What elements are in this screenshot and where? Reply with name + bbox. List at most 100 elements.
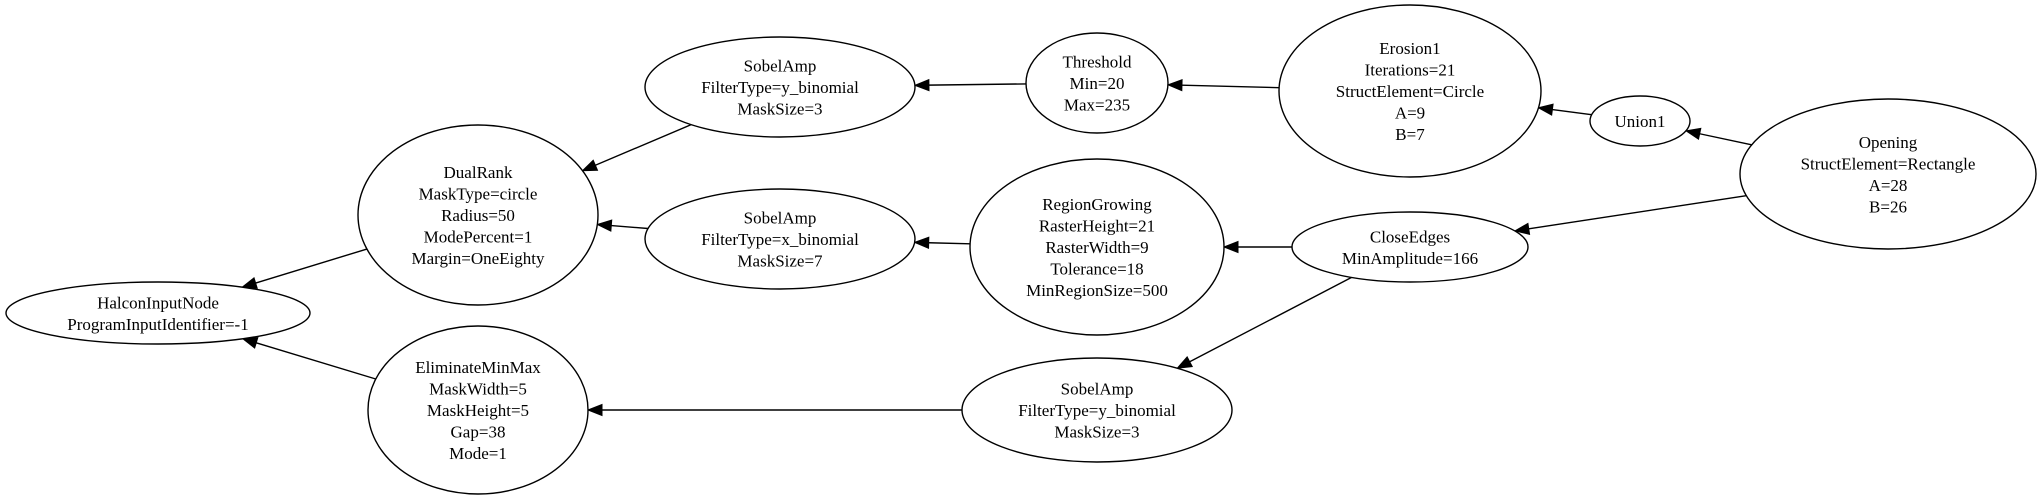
edge-region-growing-to-sobel-amp-mid — [913, 236, 971, 249]
edge-erosion-to-threshold — [1166, 78, 1280, 92]
node-ellipse — [1589, 95, 1691, 147]
node-union: Union1 — [1589, 95, 1691, 147]
node-ellipse — [1025, 32, 1169, 134]
node-ellipse — [357, 124, 599, 306]
node-title: EliminateMinMax — [415, 358, 541, 377]
node-parameter: MaskSize=3 — [1054, 423, 1139, 442]
edge-line — [611, 224, 649, 230]
node-title: Erosion1 — [1379, 39, 1440, 58]
node-parameter: StructElement=Rectangle — [1801, 154, 1976, 173]
node-parameter: Radius=50 — [441, 206, 515, 225]
node-parameter: MinRegionSize=500 — [1026, 281, 1168, 300]
node-title: SobelAmp — [744, 57, 817, 76]
edge-sobel-amp-mid-to-dual-rank — [595, 219, 649, 232]
arrowhead-icon — [913, 236, 930, 249]
node-eliminate-min-max: EliminateMinMaxMaskWidth=5MaskHeight=5Ga… — [367, 325, 589, 495]
node-ellipse — [1291, 211, 1529, 283]
node-parameter: Mode=1 — [449, 444, 507, 463]
node-parameter: ProgramInputIdentifier=-1 — [67, 315, 248, 334]
node-parameter: A=9 — [1395, 104, 1425, 123]
arrowhead-icon — [1176, 355, 1194, 369]
node-parameter: FilterType=y_binomial — [701, 78, 859, 97]
node-region-growing: RegionGrowingRasterHeight=21RasterWidth=… — [969, 158, 1225, 336]
node-parameter: MaskSize=7 — [737, 252, 823, 271]
edge-line — [255, 248, 368, 284]
node-parameter: MinAmplitude=166 — [1342, 249, 1478, 268]
arrowhead-icon — [1537, 103, 1554, 116]
edge-opening-to-close-edges — [1513, 194, 1747, 235]
node-ellipse — [961, 357, 1233, 463]
edge-line — [1528, 194, 1747, 230]
arrowhead-icon — [595, 219, 613, 232]
node-parameter: B=26 — [1869, 197, 1907, 216]
arrowhead-icon — [586, 403, 603, 417]
edge-line — [1189, 276, 1352, 363]
node-parameter: Gap=38 — [451, 423, 506, 442]
edge-line — [595, 124, 692, 166]
edge-opening-to-union — [1684, 127, 1752, 146]
node-parameter: FilterType=y_binomial — [1018, 401, 1176, 420]
node-ellipse — [644, 188, 916, 290]
node-parameter: FilterType=x_binomial — [701, 230, 859, 249]
node-parameter: RasterHeight=21 — [1039, 217, 1155, 236]
node-parameter: StructElement=Circle — [1336, 82, 1484, 101]
node-dual-rank: DualRankMaskType=circleRadius=50ModePerc… — [357, 124, 599, 306]
node-title: Union1 — [1615, 112, 1666, 131]
node-ellipse — [1739, 98, 2037, 250]
node-title: HalconInputNode — [97, 293, 219, 312]
node-ellipse — [367, 325, 589, 495]
edge-sobel-amp-bottom-to-eliminate-min-max — [586, 403, 962, 417]
node-title: SobelAmp — [1061, 380, 1134, 399]
nodes-layer: HalconInputNodeProgramInputIdentifier=-1… — [5, 4, 2037, 495]
node-ellipse — [5, 281, 311, 345]
node-title: Opening — [1859, 133, 1918, 152]
node-parameter: Min=20 — [1070, 74, 1125, 93]
edge-line — [256, 342, 376, 380]
arrowhead-icon — [581, 159, 599, 172]
node-parameter: B=7 — [1395, 125, 1425, 144]
node-erosion: Erosion1Iterations=21StructElement=Circl… — [1278, 4, 1542, 178]
node-ellipse — [1278, 4, 1542, 178]
node-parameter: RasterWidth=9 — [1045, 238, 1148, 257]
node-title: RegionGrowing — [1042, 195, 1152, 214]
node-parameter: Margin=OneEighty — [412, 249, 545, 268]
edge-close-edges-to-sobel-amp-bottom — [1176, 276, 1352, 369]
edge-line — [928, 83, 1027, 86]
node-title: DualRank — [444, 163, 513, 182]
node-parameter: MaskWidth=5 — [429, 380, 527, 399]
node-ellipse — [969, 158, 1225, 336]
node-title: SobelAmp — [744, 209, 817, 228]
edge-close-edges-to-region-growing — [1222, 240, 1292, 254]
node-ellipse — [644, 36, 916, 138]
edge-line — [1181, 84, 1280, 89]
node-parameter: MaskSize=3 — [737, 100, 822, 119]
node-parameter: A=28 — [1869, 176, 1908, 195]
node-parameter: MaskHeight=5 — [427, 401, 529, 420]
arrowhead-icon — [1513, 222, 1531, 235]
node-title: CloseEdges — [1370, 227, 1450, 246]
edge-eliminate-min-max-to-halcon-input — [241, 336, 376, 380]
edge-line — [1552, 108, 1592, 116]
edge-line — [1699, 133, 1752, 146]
edge-threshold-to-sobel-amp-top — [913, 78, 1027, 92]
arrowhead-icon — [1166, 78, 1183, 92]
arrowhead-icon — [1684, 127, 1702, 140]
node-parameter: Max=235 — [1064, 96, 1130, 115]
node-parameter: Iterations=21 — [1365, 61, 1456, 80]
arrowhead-icon — [1222, 240, 1239, 254]
arrowhead-icon — [913, 78, 930, 92]
node-parameter: MaskType=circle — [419, 185, 538, 204]
edge-sobel-amp-top-to-dual-rank — [581, 124, 692, 172]
edge-union-to-erosion — [1537, 103, 1592, 116]
edge-line — [928, 242, 971, 245]
node-parameter: ModePercent=1 — [424, 228, 533, 247]
node-title: Threshold — [1063, 53, 1132, 72]
node-parameter: Tolerance=18 — [1050, 260, 1143, 279]
